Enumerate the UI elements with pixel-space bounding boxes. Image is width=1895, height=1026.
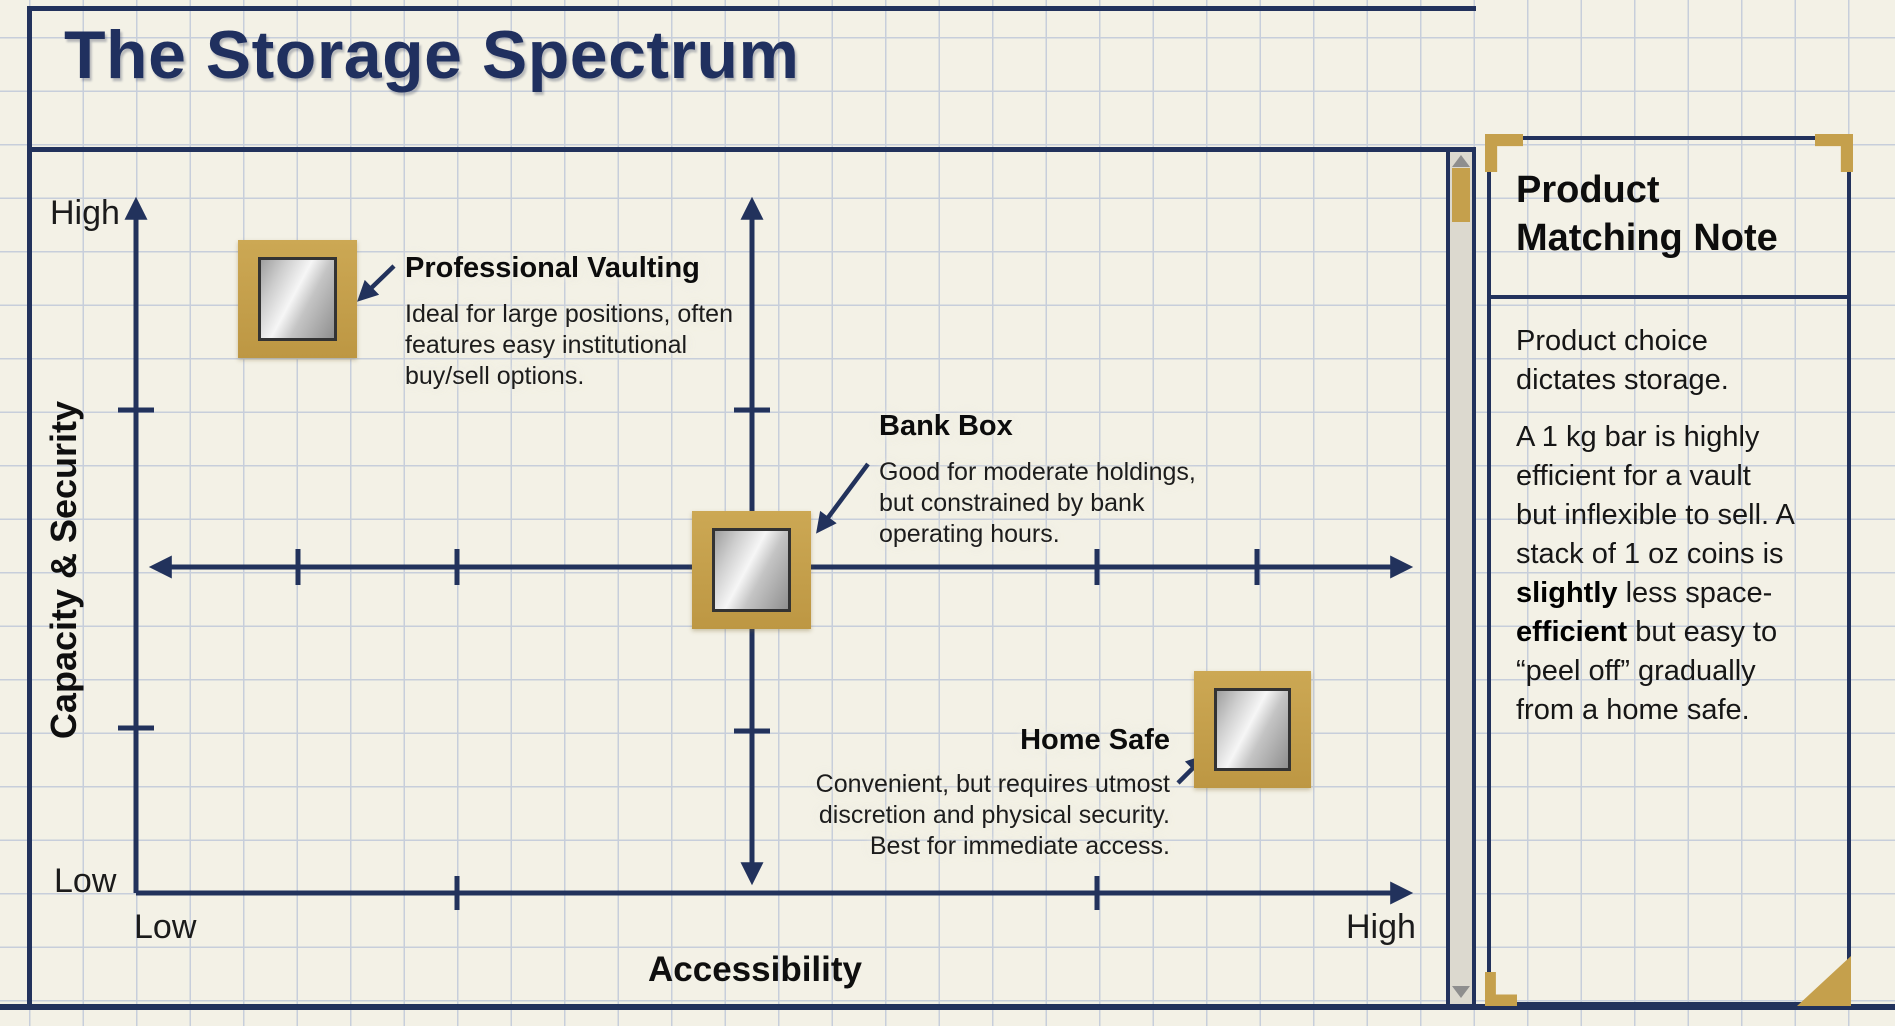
callout-bank-box: Bank Box Good for moderate holdings, but… [879,410,1269,550]
panel-divider [1491,295,1847,299]
gold-bar-marker-bank-box [692,511,811,629]
y-axis-title: Capacity & Security [43,400,84,740]
chart-right-outer-border [1472,147,1476,1008]
panel-title: Product Matching Note [1516,169,1778,259]
x-axis-low-label: Low [134,908,197,946]
callout-description: Good for moderate holdings, but constrai… [879,458,1196,548]
scrollbar-down-icon[interactable] [1452,986,1470,998]
gold-corner-bracket-icon [1485,972,1517,1006]
chart-right-inner-border [1446,147,1450,1008]
callout-professional-vaulting: Professional Vaulting Ideal for large po… [405,252,795,392]
panel-paragraph-1: Product choice dictates storage. [1516,325,1729,396]
x-axis-high-label: High [1346,908,1416,946]
outer-bottom-border [0,1004,1895,1010]
page-title: The Storage Spectrum [64,17,800,93]
outer-top-border [27,6,1476,11]
y-axis-high-label: High [50,194,120,232]
silver-bar-face [712,528,791,612]
panel-text-bold: slightly [1516,577,1618,609]
silver-bar-face [1214,688,1291,771]
panel-text-bold: efficient [1516,616,1628,648]
silver-bar-face [258,257,337,341]
panel-text-segment: A 1 kg bar is highly efficient for a vau… [1516,421,1795,570]
title-chart-divider [27,147,1476,152]
callout-home-safe: Home Safe Convenient, but requires utmos… [750,724,1170,862]
callout-title: Home Safe [1020,724,1170,756]
bank-box-arrow [816,462,870,534]
panel-text-segment: less space- [1625,577,1773,609]
callout-title: Professional Vaulting [405,252,700,284]
scrollbar-track[interactable] [1450,152,1472,1004]
scrollbar-up-icon[interactable] [1452,155,1470,167]
scrollbar-thumb[interactable] [1452,168,1470,222]
outer-left-border [27,6,32,1006]
professional-vaulting-arrow [357,264,396,302]
panel-text-segment: but easy to “peel off” gradually from a … [1516,616,1778,726]
callout-title: Bank Box [879,410,1013,442]
panel-paragraph-2: A 1 kg bar is highly efficient for a vau… [1516,418,1832,730]
gold-corner-triangle-icon [1797,956,1851,1006]
gold-bar-marker-professional-vaulting [238,240,357,358]
gold-bar-marker-home-safe [1194,671,1311,788]
product-matching-note-panel: Product Matching Note Product choice dic… [1485,134,1853,1006]
callout-description: Convenient, but requires utmost discreti… [815,770,1170,860]
x-axis-title: Accessibility [648,950,862,989]
gold-corner-bracket-icon [1815,134,1853,172]
y-axis-low-label: Low [54,862,117,900]
callout-description: Ideal for large positions, often feature… [405,300,733,390]
